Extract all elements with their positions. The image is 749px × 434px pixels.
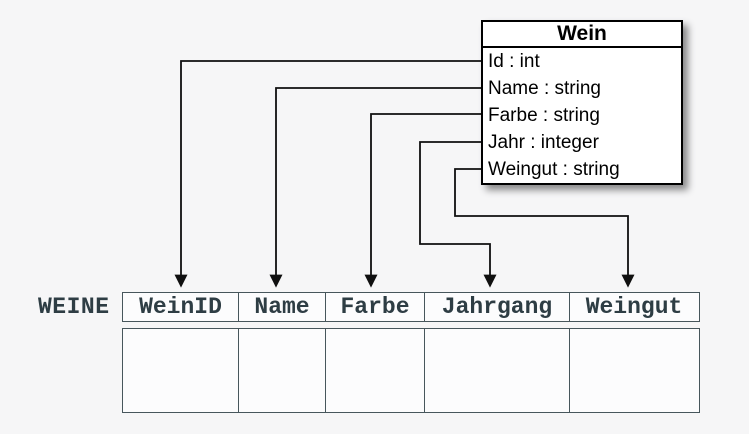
body-cell-weinid — [123, 329, 239, 412]
arrow-id-to-weinid — [174, 60, 481, 288]
uml-attribute-weingut: Weingut : string — [488, 159, 620, 180]
table-header-row: WeinID Name Farbe Jahrgang Weingut — [122, 292, 700, 322]
header-cell-weinid: WeinID — [123, 293, 239, 321]
uml-attribute-jahr: Jahr : integer — [488, 132, 599, 153]
header-cell-name: Name — [239, 293, 326, 321]
uml-class-title: Wein — [483, 22, 681, 48]
arrow-name-to-name — [269, 87, 481, 288]
body-cell-farbe — [326, 329, 425, 412]
arrow-jahr-to-jahrgang — [419, 141, 497, 288]
uml-class-box: Wein Id : int Name : string Farbe : stri… — [481, 20, 683, 185]
body-cell-name — [239, 329, 326, 412]
body-cell-jahrgang — [425, 329, 570, 412]
header-cell-farbe: Farbe — [326, 293, 425, 321]
uml-attribute-farbe: Farbe : string — [488, 105, 600, 126]
uml-attribute-name: Name : string — [488, 78, 601, 99]
arrow-farbe-to-farbe — [364, 113, 481, 288]
arrow-weingut-to-weingut — [454, 168, 635, 288]
table-name-label: WEINE — [38, 294, 110, 320]
body-cell-weingut — [570, 329, 698, 412]
uml-attribute-id: Id : int — [488, 51, 540, 72]
header-cell-jahrgang: Jahrgang — [425, 293, 570, 321]
table-body-row — [122, 328, 700, 413]
header-cell-weingut: Weingut — [585, 294, 683, 320]
